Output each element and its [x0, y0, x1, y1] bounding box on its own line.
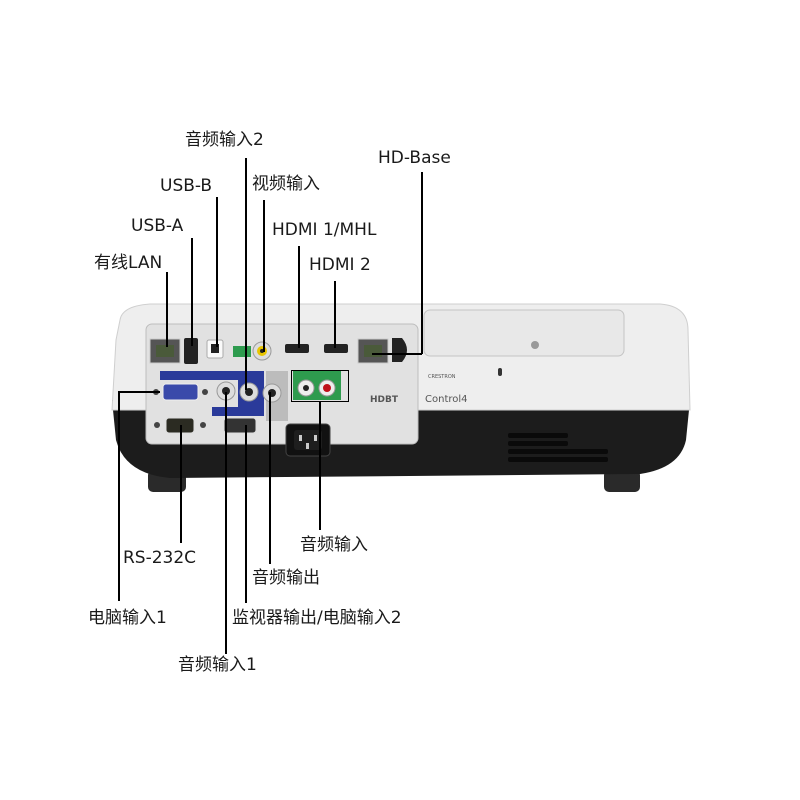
leader-usb-a [191, 238, 193, 346]
leader-computer1-h [118, 391, 160, 393]
port-hdmi2 [324, 344, 348, 353]
leader-lan [166, 272, 168, 347]
leader-hdmi2 [334, 281, 336, 348]
label-usb-b: USB-B [160, 176, 213, 196]
vent-grille [508, 433, 608, 462]
leader-audio-out [269, 392, 271, 564]
port-computer1 [162, 383, 199, 401]
crestron-logo: CRESTRON [428, 374, 456, 380]
label-monitor-out-computer-in-2: 监视器输出/电脑输入2 [232, 608, 402, 628]
leader-hdbase [421, 172, 423, 354]
label-rs232c: RS-232C [123, 548, 197, 568]
leader-audio-in [319, 401, 321, 530]
control4-logo: Control4 [425, 394, 468, 405]
port-hdmi1 [285, 344, 309, 353]
label-audio-in: 音频输入 [300, 535, 368, 555]
leader-video-in [263, 200, 265, 352]
label-hdmi1-mhl: HDMI 1/MHL [272, 220, 377, 240]
hdbt-logo: HDBT [370, 395, 399, 405]
video-tag [233, 346, 251, 357]
label-video-in: 视频输入 [252, 174, 320, 194]
leader-audio-in-2 [245, 158, 247, 390]
port-usb-a [184, 338, 198, 364]
foot-right [604, 470, 640, 492]
leader-rs232c [180, 425, 182, 543]
label-usb-a: USB-A [131, 216, 184, 236]
port-computer2 [223, 417, 257, 434]
label-audio-in-2: 音频输入2 [185, 130, 264, 150]
cover-plate [423, 309, 625, 357]
audio-in-highlight [291, 370, 349, 402]
leader-usb-b [216, 197, 218, 347]
leader-monitor-out [245, 425, 247, 603]
label-audio-in-1: 音频输入1 [178, 655, 257, 675]
label-lan: 有线LAN [94, 253, 163, 273]
hdbaset-cap [392, 338, 407, 362]
label-hdmi2: HDMI 2 [309, 255, 371, 275]
leader-computer1 [118, 391, 120, 601]
leader-hdmi1 [298, 246, 300, 348]
leader-hdbase-h [372, 353, 422, 355]
leader-audio-in-1 [225, 392, 227, 654]
label-computer-in-1: 电脑输入1 [88, 608, 167, 628]
label-audio-out: 音频输出 [252, 568, 320, 588]
label-hd-base: HD-Base [378, 148, 451, 168]
